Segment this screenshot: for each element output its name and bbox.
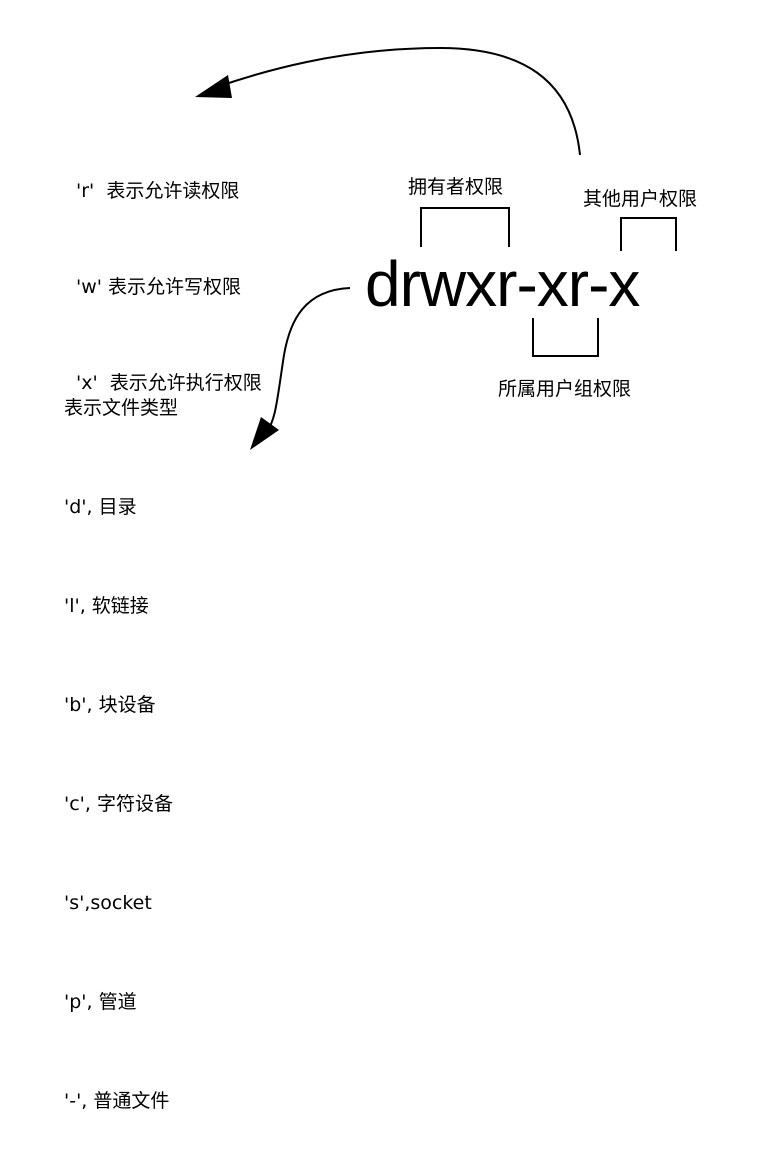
others-bracket xyxy=(620,217,677,251)
group-permission-label: 所属用户组权限 xyxy=(498,378,632,400)
file-type-symlink: 'l', 软链接 xyxy=(64,595,149,617)
legend-execute: 'x' 表示允许执行权限 xyxy=(76,372,262,394)
permission-legend: 'r' 表示允许读权限 'w' 表示允许写权限 'x' 表示允许执行权限 xyxy=(76,111,262,431)
legend-read: 'r' 表示允许读权限 xyxy=(76,180,240,202)
others-permission-label: 其他用户权限 xyxy=(583,188,698,210)
file-type-pipe: 'p', 管道 xyxy=(64,991,137,1013)
file-type-arrowhead xyxy=(250,417,279,450)
file-type-socket: 's',socket xyxy=(64,892,152,914)
file-type-directory: 'd', 目录 xyxy=(64,496,137,518)
permission-legend-arrow xyxy=(213,46,581,156)
file-type-title: 表示文件类型 xyxy=(64,397,179,419)
diagram-canvas xyxy=(195,46,677,450)
group-bracket xyxy=(532,318,599,357)
owner-bracket xyxy=(420,207,510,247)
permission-legend-arrowhead xyxy=(195,75,232,98)
file-type-char-device: 'c', 字符设备 xyxy=(64,793,173,815)
file-type-block-device: 'b', 块设备 xyxy=(64,694,156,716)
file-type-list: 表示文件类型 'd', 目录 'l', 软链接 'b', 块设备 'c', 字符… xyxy=(64,326,178,1151)
legend-write: 'w' 表示允许写权限 xyxy=(76,276,242,298)
file-type-regular: '-', 普通文件 xyxy=(64,1090,170,1112)
file-type-arrow xyxy=(265,287,351,434)
owner-permission-label: 拥有者权限 xyxy=(408,176,504,198)
permission-string: drwxr-xr-x xyxy=(365,248,640,320)
